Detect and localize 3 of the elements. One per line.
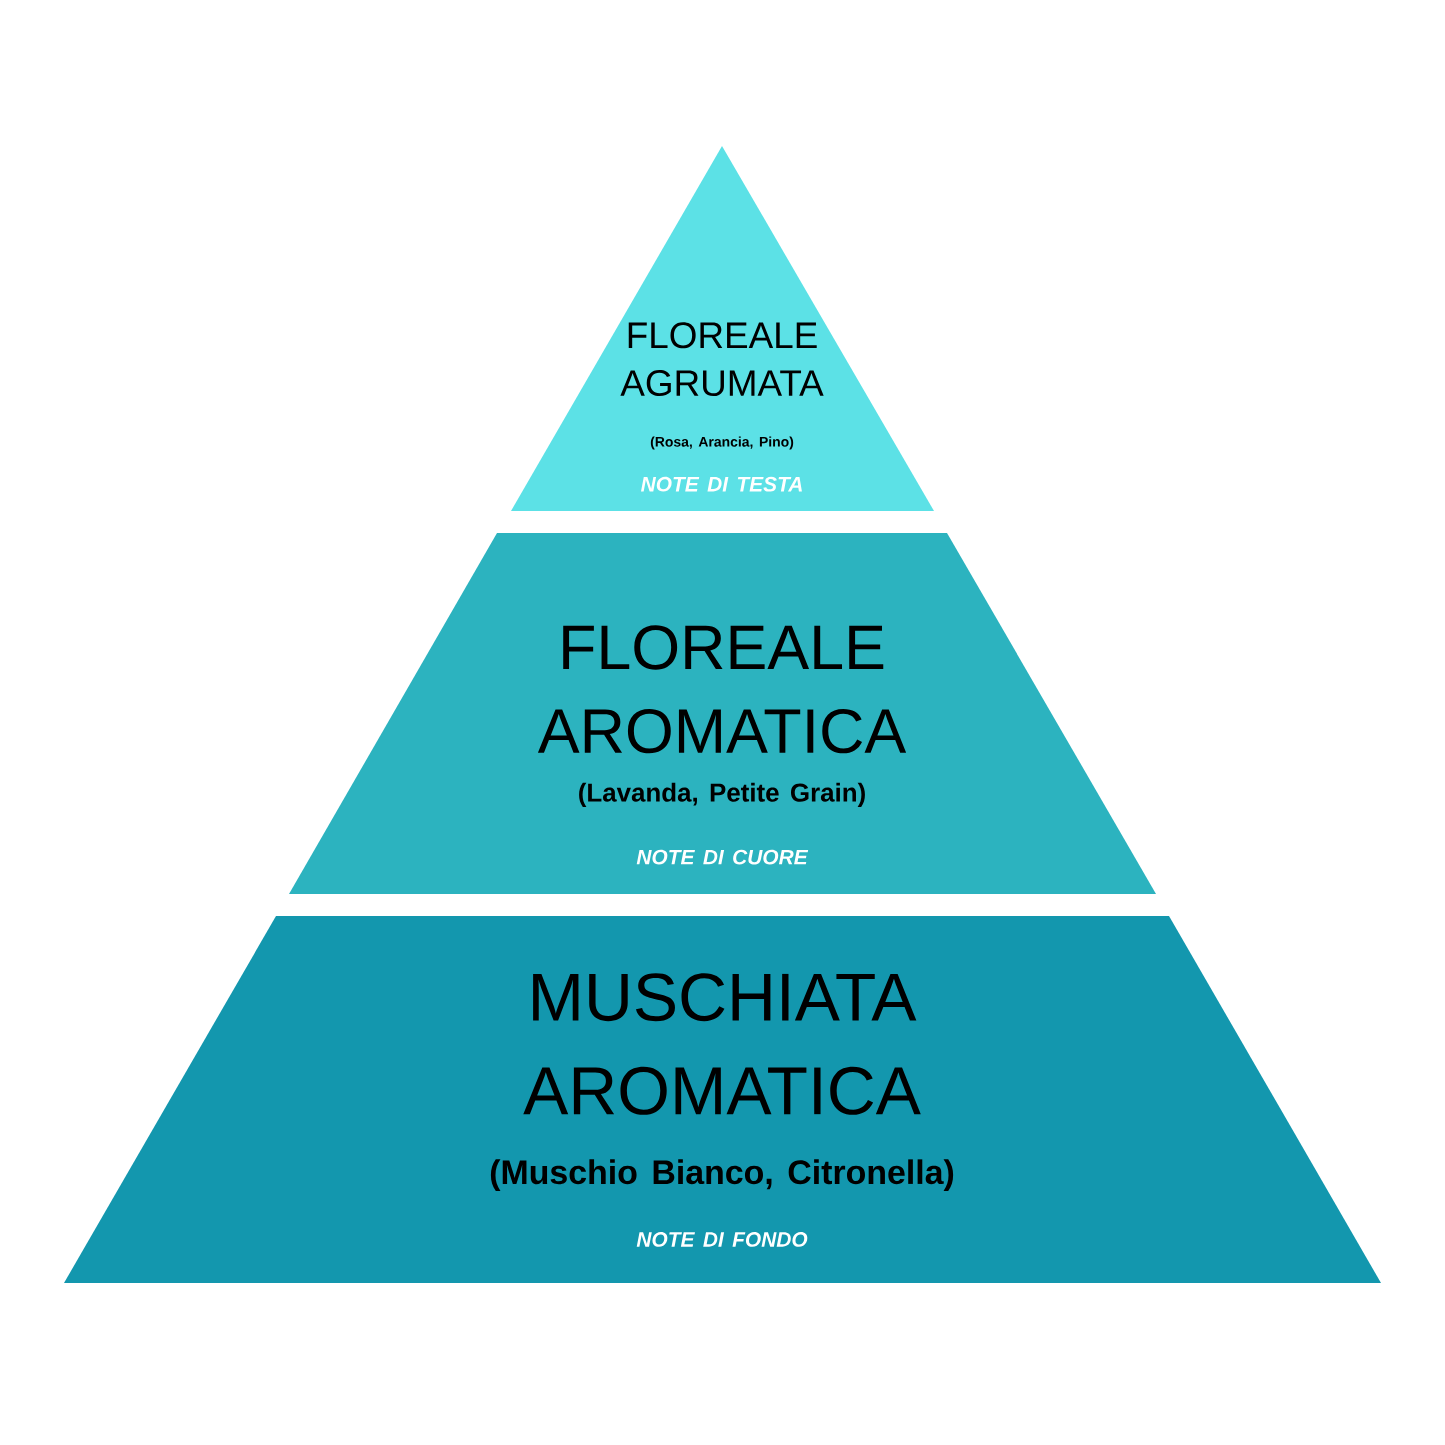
pyramid-tier: FLOREALE AGRUMATA (Rosa, Arancia, Pino) NOTE DI TESTA	[511, 146, 934, 511]
pyramid-tier: MUSCHIATA AROMATICA (Muschio Bianco, Citronella) NOTE DI FONDO	[64, 916, 1381, 1283]
pyramid-tier: FLOREALE AROMATICA (Lavanda, Petite Grain) NOTE DI CUORE	[289, 533, 1156, 894]
